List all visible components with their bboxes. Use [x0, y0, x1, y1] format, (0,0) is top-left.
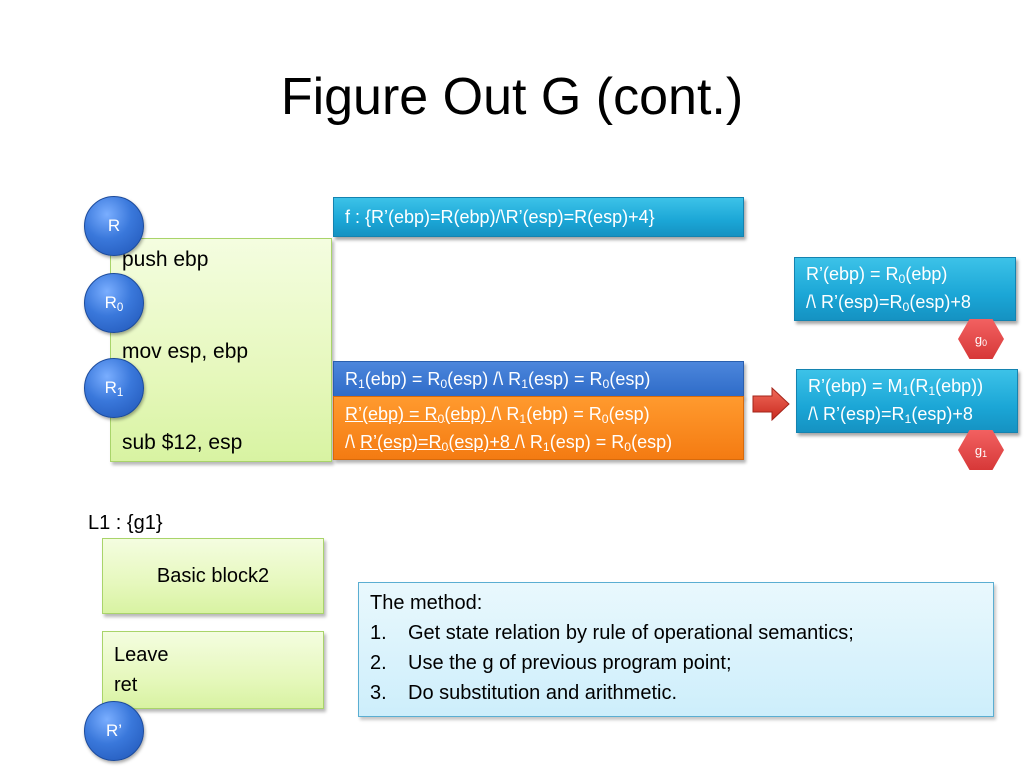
code-line-push: push ebp [122, 248, 209, 271]
method-item-3: 3.Do substitution and arithmetic. [370, 682, 678, 704]
g1-hexagon-label: g1 [974, 442, 988, 459]
label-l1: L1 : {g1} [88, 512, 163, 534]
g0-hexagon-label: g0 [974, 331, 988, 348]
g1-relation-line-2: /\ R’(esp)=R1(esp)+8 [808, 404, 973, 427]
code-line-sub: sub $12, esp [122, 431, 243, 454]
state-node-r-prime-label: R’ [105, 721, 123, 740]
method-heading: The method: [370, 592, 483, 614]
slide-title: Figure Out G (cont.) [280, 68, 744, 126]
method-box: The method: 1.Get state relation by rule… [358, 582, 994, 717]
relation-bar: R1(ebp) = R0(esp) /\ R1(esp) = R0(esp) [333, 361, 744, 397]
substituted-relation-line-2: /\ R’(esp)=R0(esp)+8 /\ R1(esp) = R0(esp… [345, 432, 673, 455]
method-item-1: 1.Get state relation by rule of operatio… [370, 622, 854, 644]
code-block-3: Leave ret [102, 631, 324, 709]
g0-relation-line-2: /\ R’(esp)=R0(esp)+8 [806, 292, 971, 315]
state-node-r1: R1 [84, 358, 144, 418]
g1-relation-box: R’(ebp) = M1(R1(ebp)) /\ R’(esp)=R1(esp)… [796, 369, 1018, 433]
state-node-r: R [84, 196, 144, 256]
f-summary-box: f : {R’(ebp)=R(ebp)/\R’(esp)=R(esp)+4} [333, 197, 744, 237]
relation-bar-text: R1(ebp) = R0(esp) /\ R1(esp) = R0(esp) [345, 369, 651, 392]
f-summary-text: f : {R’(ebp)=R(ebp)/\R’(esp)=R(esp)+4} [345, 206, 655, 227]
method-item-2: 2.Use the g of previous program point; [370, 652, 732, 674]
code-line-mov: mov esp, ebp [122, 340, 249, 363]
state-node-r1-label: R1 [104, 378, 124, 399]
right-arrow-icon [752, 387, 790, 421]
g0-hexagon: g0 [958, 319, 1004, 359]
state-node-r0: R0 [84, 273, 144, 333]
g1-relation-line-1: R’(ebp) = M1(R1(ebp)) [808, 376, 984, 399]
substituted-relation-line-1: R’(ebp) = R0(ebp) /\ R1(ebp) = R0(esp) [345, 404, 650, 427]
g1-hexagon: g1 [958, 430, 1004, 470]
g0-relation-box: R’(ebp) = R0(ebp) /\ R’(esp)=R0(esp)+8 [794, 257, 1016, 321]
code-line-leave: Leave [114, 644, 169, 666]
basic-block-2-label: Basic block2 [156, 564, 270, 587]
substituted-relation-box: R’(ebp) = R0(ebp) /\ R1(ebp) = R0(esp) /… [333, 396, 744, 460]
state-node-r0-label: R0 [104, 293, 124, 314]
code-line-ret: ret [114, 674, 138, 696]
code-block-1: push ebp mov esp, ebp sub $12, esp [110, 238, 332, 462]
basic-block-2: Basic block2 [102, 538, 324, 614]
state-node-r-prime: R’ [84, 701, 144, 761]
g0-relation-line-1: R’(ebp) = R0(ebp) [806, 264, 948, 287]
state-node-r-label: R [107, 216, 121, 235]
